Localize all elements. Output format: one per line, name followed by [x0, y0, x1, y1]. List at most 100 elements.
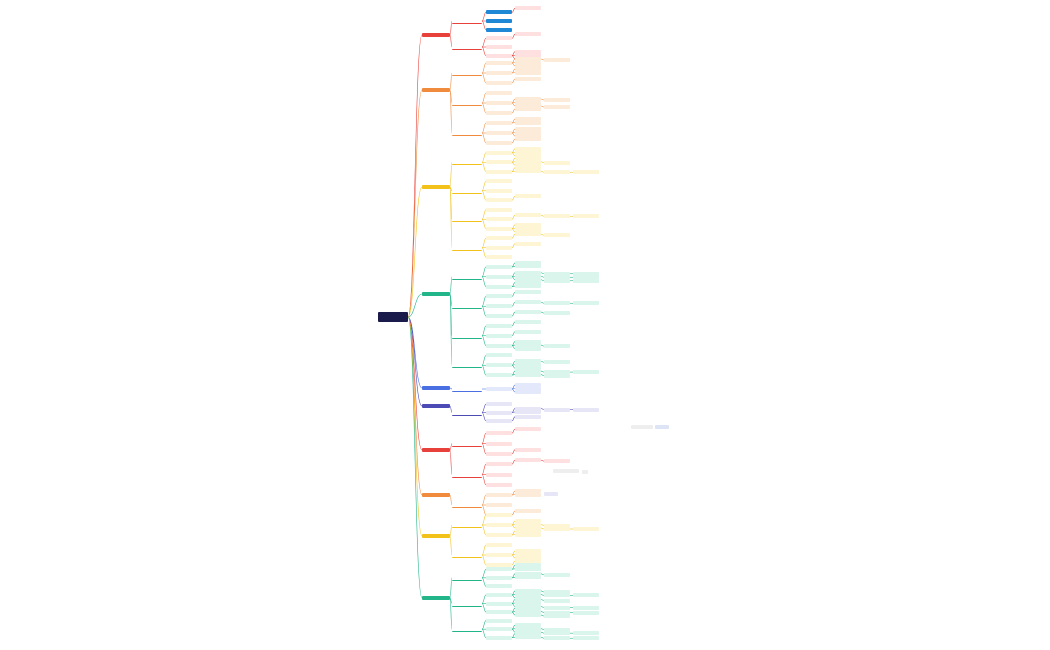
topic-node[interactable]	[486, 363, 512, 368]
topic-node[interactable]	[486, 373, 512, 378]
detail-node[interactable]	[515, 100, 541, 105]
detail-node[interactable]	[515, 77, 541, 81]
branch-node[interactable]	[422, 292, 450, 296]
topic-node[interactable]	[486, 418, 512, 423]
topic-node[interactable]	[486, 314, 512, 319]
subtopic-node[interactable]	[452, 71, 482, 76]
subtopic-node[interactable]	[452, 442, 482, 447]
topic-node[interactable]	[486, 245, 512, 250]
detail-node[interactable]	[515, 32, 541, 37]
branch-node[interactable]	[422, 448, 450, 452]
subtopic-node[interactable]	[452, 19, 482, 24]
topic-node[interactable]	[486, 451, 512, 456]
detail-node[interactable]	[544, 160, 570, 165]
detail-node[interactable]	[515, 232, 541, 237]
branch-node[interactable]	[422, 185, 450, 189]
detail-node[interactable]	[544, 344, 570, 349]
subtopic-node[interactable]	[452, 101, 482, 106]
topic-node[interactable]	[486, 188, 512, 193]
detail-node[interactable]	[515, 107, 541, 111]
subtopic-node[interactable]	[452, 602, 482, 607]
subtopic-node[interactable]	[452, 334, 482, 339]
detail-node[interactable]	[515, 386, 541, 391]
topic-node[interactable]	[486, 274, 512, 279]
detail-node[interactable]	[515, 146, 541, 151]
detail-node[interactable]	[515, 529, 541, 533]
detail-node[interactable]	[515, 359, 541, 364]
detail-node[interactable]	[544, 593, 570, 598]
topic-node[interactable]	[486, 610, 512, 615]
detail-node[interactable]	[515, 159, 541, 164]
detail-node[interactable]	[544, 589, 570, 594]
detail-node[interactable]	[515, 609, 541, 614]
subtopic-node[interactable]	[452, 160, 482, 166]
detail-node[interactable]	[515, 383, 541, 387]
detail-node[interactable]	[573, 610, 599, 615]
detail-node[interactable]	[573, 636, 599, 641]
detail-node[interactable]	[515, 194, 541, 199]
detail-node[interactable]	[573, 275, 599, 280]
subtopic-node[interactable]	[452, 473, 482, 478]
topic-node[interactable]	[486, 226, 512, 231]
detail-node[interactable]	[573, 301, 599, 306]
topic-node[interactable]	[486, 160, 512, 165]
detail-node[interactable]	[544, 271, 570, 276]
topic-node[interactable]	[486, 523, 512, 527]
detail-node[interactable]	[515, 134, 541, 138]
detail-node[interactable]	[544, 572, 570, 577]
topic-node[interactable]	[486, 45, 512, 49]
detail-node[interactable]	[515, 260, 541, 265]
detail-node[interactable]	[544, 214, 570, 219]
detail-node[interactable]	[515, 601, 541, 605]
detail-node[interactable]	[544, 614, 570, 619]
detail-node[interactable]	[515, 274, 541, 279]
detail-node[interactable]	[515, 67, 541, 71]
detail-node[interactable]	[544, 278, 570, 283]
topic-node[interactable]	[486, 101, 512, 105]
detail-node[interactable]	[544, 98, 570, 102]
subtopic-node[interactable]	[452, 304, 482, 310]
subtopic-node[interactable]	[452, 189, 482, 194]
detail-node[interactable]	[515, 6, 541, 11]
subtopic-node[interactable]	[452, 363, 482, 369]
detail-node[interactable]	[544, 58, 570, 62]
detail-node[interactable]	[515, 130, 541, 135]
detail-node[interactable]	[515, 319, 541, 324]
floating-note[interactable]	[553, 469, 579, 473]
detail-node[interactable]	[544, 627, 570, 632]
detail-node[interactable]	[515, 406, 541, 411]
detail-node[interactable]	[515, 549, 541, 553]
detail-node[interactable]	[573, 271, 599, 276]
topic-node[interactable]	[486, 294, 512, 299]
detail-node[interactable]	[515, 519, 541, 523]
detail-node[interactable]	[515, 623, 541, 628]
topic-node[interactable]	[486, 36, 512, 41]
detail-node[interactable]	[544, 407, 570, 412]
detail-node[interactable]	[515, 410, 541, 414]
detail-node[interactable]	[573, 278, 599, 283]
detail-node[interactable]	[544, 360, 570, 365]
detail-node[interactable]	[515, 563, 541, 568]
topic-node[interactable]	[486, 304, 512, 309]
detail-node[interactable]	[544, 373, 570, 378]
branch-node[interactable]	[422, 493, 450, 497]
detail-node[interactable]	[515, 300, 541, 305]
floating-note[interactable]	[544, 492, 558, 496]
topic-node[interactable]	[486, 217, 512, 222]
topic-node[interactable]	[486, 402, 512, 407]
detail-node[interactable]	[544, 636, 570, 641]
topic-node[interactable]	[486, 431, 512, 436]
subtopic-node[interactable]	[452, 131, 482, 136]
topic-node[interactable]	[486, 553, 512, 557]
detail-node[interactable]	[573, 605, 599, 610]
topic-node[interactable]	[486, 198, 512, 203]
subtopic-node[interactable]	[452, 553, 482, 558]
detail-node[interactable]	[544, 370, 570, 375]
detail-node[interactable]	[515, 427, 541, 432]
subtopic-node[interactable]	[452, 411, 482, 416]
detail-node[interactable]	[515, 280, 541, 285]
topic-node[interactable]	[486, 61, 512, 65]
detail-node[interactable]	[515, 571, 541, 576]
detail-node[interactable]	[573, 170, 599, 175]
detail-node[interactable]	[544, 105, 570, 109]
